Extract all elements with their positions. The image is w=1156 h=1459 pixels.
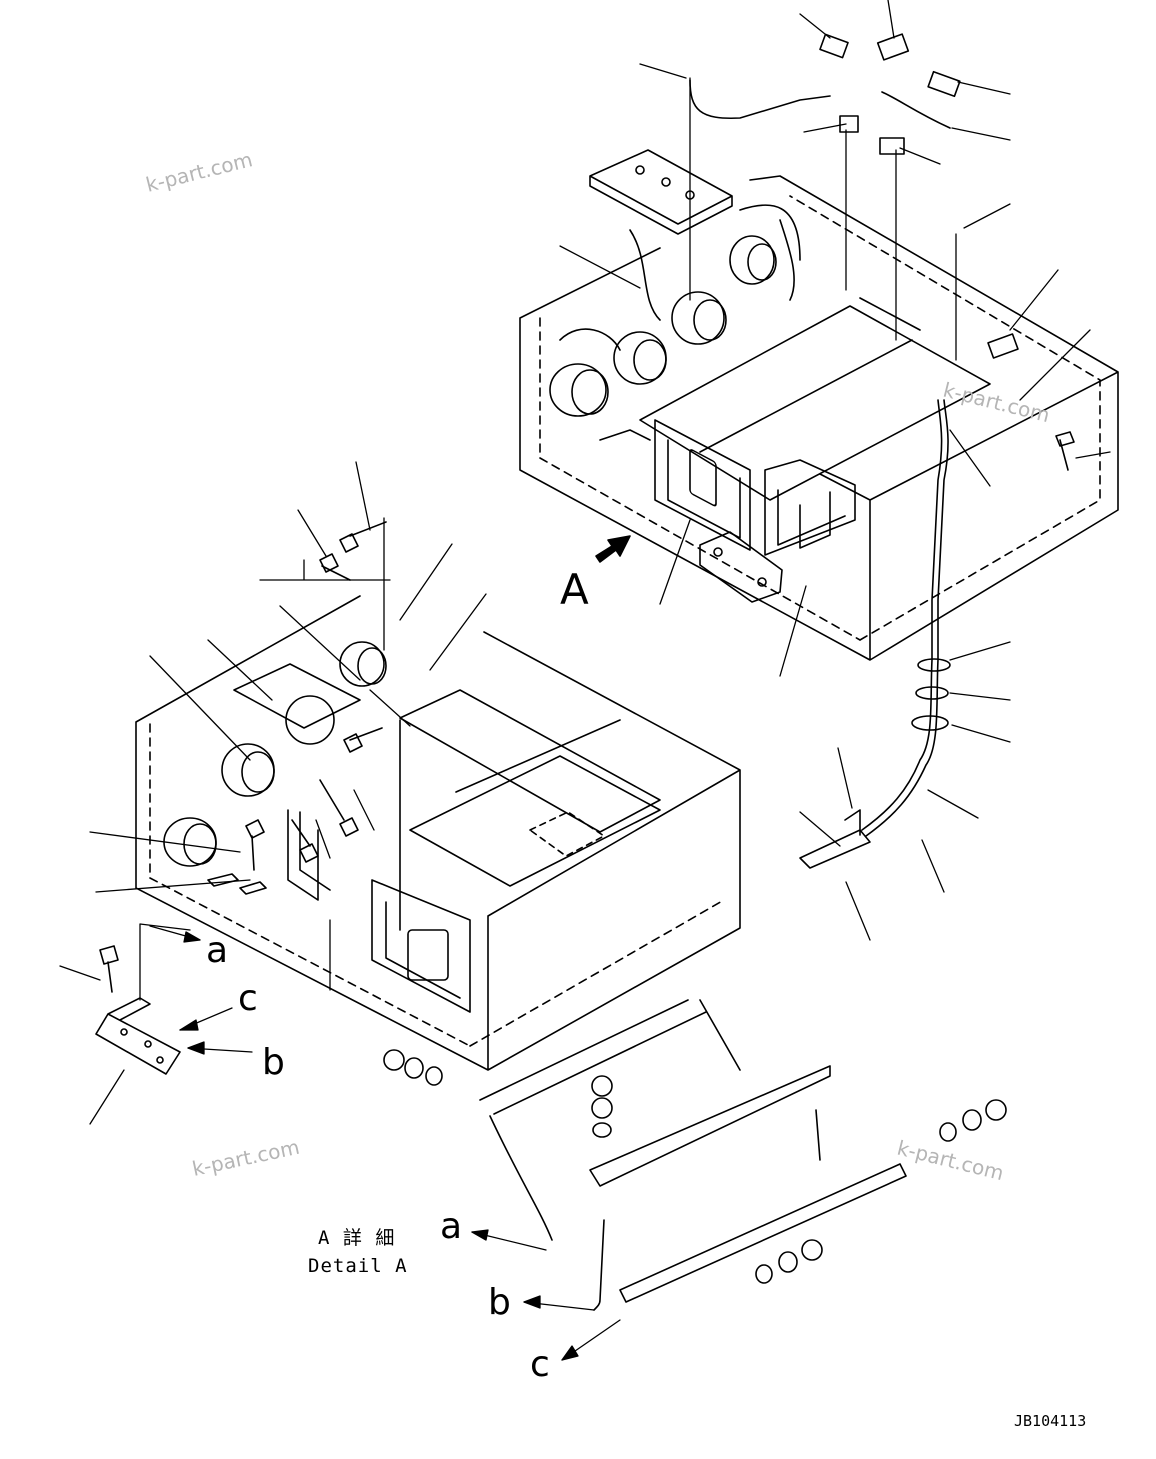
lower-bolt-6 xyxy=(245,819,265,871)
lower-bolt-1 xyxy=(339,521,387,553)
hold-down-rod-1 xyxy=(479,999,741,1115)
detail-bracket xyxy=(95,997,181,1075)
main-cable xyxy=(861,399,949,837)
watermark-1: k-part.com xyxy=(143,147,254,197)
watermark-3: k-part.com xyxy=(190,1135,302,1181)
connector-cap-3 xyxy=(927,70,961,98)
label-b-lower: b xyxy=(488,1282,511,1323)
lower-bolt-5 xyxy=(291,819,319,863)
elbow-connector xyxy=(987,333,1019,359)
connector-cap-1 xyxy=(819,33,849,59)
lower-bolt-4 xyxy=(319,779,359,837)
connector-cap-2 xyxy=(876,33,910,61)
grommet-2 xyxy=(915,686,949,700)
upper-battery-box-assembly xyxy=(519,33,1119,869)
lower-battery-box-assembly xyxy=(95,521,1007,1311)
upper-box-outline xyxy=(519,175,1119,661)
lower-battery-top xyxy=(399,689,661,931)
grommet-3 xyxy=(911,715,949,731)
upper-hold-bracket xyxy=(699,531,783,603)
label-b-upper: b xyxy=(262,1042,285,1083)
lower-box-outline xyxy=(135,595,741,1071)
upper-battery-top xyxy=(639,305,991,501)
upper-bolt xyxy=(1055,431,1075,471)
label-a-upper: a xyxy=(206,930,228,971)
lower-battery-front xyxy=(371,879,471,1013)
lower-battery-handle xyxy=(407,929,449,981)
hold-down-rod-2 xyxy=(815,1109,821,1161)
clip-1 xyxy=(839,115,859,133)
drawing-code: JB104113 xyxy=(1014,1412,1086,1430)
upper-terminal-plate xyxy=(589,149,733,235)
hold-down-bar-2 xyxy=(619,1163,907,1303)
nuts-right-top xyxy=(939,1099,1007,1142)
terminal-fitting xyxy=(799,809,871,869)
lower-leader-lines xyxy=(59,461,487,1125)
detail-title-en: Detail A xyxy=(308,1255,408,1277)
lower-bolt-2 xyxy=(319,553,351,581)
lower-washers xyxy=(207,873,267,895)
lower-bolt-3 xyxy=(343,727,383,753)
upper-relays xyxy=(549,235,777,417)
upper-battery-right xyxy=(764,459,856,556)
lower-battery-top-2 xyxy=(409,755,661,887)
cable-top-left xyxy=(689,79,831,120)
detail-bolt xyxy=(99,945,119,993)
detail-title-jp: A 詳 細 xyxy=(318,1227,395,1249)
upper-harness xyxy=(559,204,801,441)
upper-leader-lines xyxy=(559,0,1111,941)
hold-down-hook xyxy=(489,1115,605,1311)
upper-battery-left xyxy=(654,419,751,551)
hold-down-bar xyxy=(589,1065,831,1187)
short-cable xyxy=(881,91,951,129)
label-arrows xyxy=(149,925,621,1361)
view-arrow xyxy=(595,535,631,563)
label-c-lower: c xyxy=(530,1344,550,1385)
grommet-1 xyxy=(917,658,951,672)
label-a-lower: a xyxy=(440,1206,462,1247)
nuts-right-bottom xyxy=(755,1239,823,1284)
watermark-4: k-part.com xyxy=(895,1136,1006,1186)
lower-box-inner-frame xyxy=(149,723,725,1047)
nuts-center xyxy=(591,1075,613,1138)
label-c-upper: c xyxy=(238,978,258,1019)
lower-terminal-plate xyxy=(233,663,361,729)
upper-rod xyxy=(859,297,921,331)
upper-box-inner-frame xyxy=(539,195,1101,641)
clip-2 xyxy=(879,137,905,155)
lower-dashed-part xyxy=(529,811,605,857)
view-marker-label: A xyxy=(560,565,589,614)
nuts-left xyxy=(383,1049,443,1086)
